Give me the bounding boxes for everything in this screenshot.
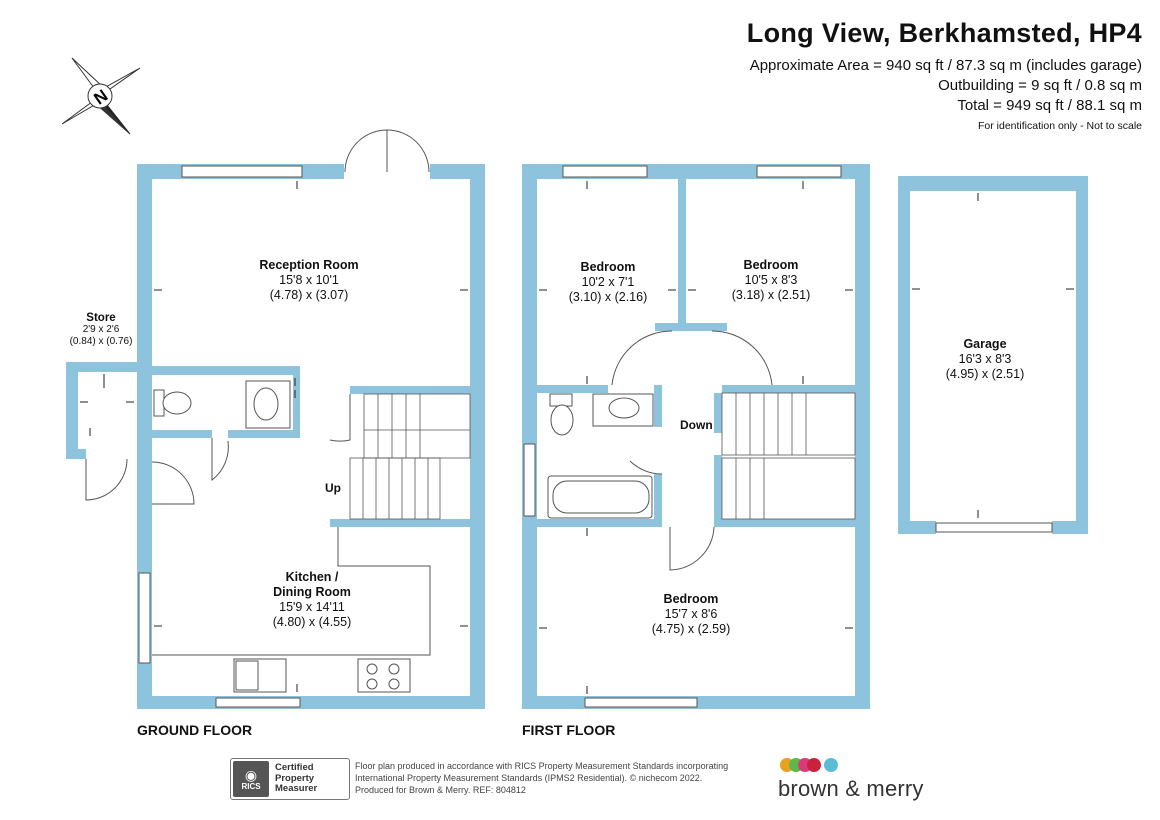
room-metric: (0.84) x (0.76) — [69, 336, 133, 347]
rics-logo-icon: ◉ RICS — [233, 761, 269, 797]
room-garage: Garage 16'3 x 8'3 (4.95) x (2.51) — [946, 337, 1025, 382]
first-stairs — [721, 392, 856, 520]
room-imperial: 10'5 x 8'3 — [744, 273, 798, 287]
garage-walls — [898, 176, 1088, 534]
room-imperial: 10'2 x 7'1 — [581, 275, 635, 289]
rics-certified-badge: ◉ RICS Certified Property Measurer — [230, 758, 350, 800]
room-imperial: 15'7 x 8'6 — [664, 607, 718, 621]
dimension-arrows — [80, 181, 1074, 694]
room-name: Garage — [963, 337, 1007, 351]
room-name: Kitchen / — [285, 570, 339, 584]
garage-door — [935, 522, 1053, 533]
stairs-down-label: Down — [680, 418, 713, 432]
room-imperial: 15'8 x 10'1 — [279, 273, 339, 287]
ground-floor-label: GROUND FLOOR — [137, 722, 253, 738]
room-metric: (4.95) x (2.51) — [945, 367, 1025, 381]
total-area: Total = 949 sq ft / 88.1 sq m — [957, 97, 1142, 114]
brand-logo: brown & merry — [778, 776, 924, 801]
room-bedroom-3: Bedroom 15'7 x 8'6 (4.75) x (2.59) — [652, 592, 731, 637]
room-name: Bedroom — [580, 260, 636, 274]
room-metric: (4.80) x (4.55) — [272, 615, 352, 629]
first-floor-label: FIRST FLOOR — [522, 722, 616, 738]
compass-icon: N — [61, 57, 141, 135]
room-name: Bedroom — [743, 258, 799, 272]
room-imperial: 2'9 x 2'6 — [82, 324, 120, 335]
room-bedroom-2: Bedroom 10'5 x 8'3 (3.18) x (2.51) — [732, 258, 811, 303]
room-bedroom-1: Bedroom 10'2 x 7'1 (3.10) x (2.16) — [569, 260, 648, 305]
room-kitchen: Kitchen / Dining Room 15'9 x 14'11 (4.80… — [273, 570, 352, 630]
room-name-line2: Dining Room — [273, 585, 351, 599]
stairs-up-label: Up — [325, 481, 341, 495]
room-name: Bedroom — [663, 592, 719, 606]
ground-wc — [153, 380, 291, 429]
patio-door — [344, 129, 430, 173]
approximate-area: Approximate Area = 940 sq ft / 87.3 sq m… — [749, 57, 1142, 74]
brand-dot-icon — [807, 758, 821, 772]
scale-disclaimer: For identification only - Not to scale — [978, 120, 1142, 132]
rics-text: Certified Property Measurer — [275, 762, 318, 795]
room-reception: Reception Room 15'8 x 10'1 (4.78) x (3.0… — [259, 258, 358, 303]
room-imperial: 16'3 x 8'3 — [958, 352, 1012, 366]
ground-stairs — [349, 393, 471, 520]
brand-dot-icon — [824, 758, 838, 772]
ground-windows — [138, 165, 303, 708]
room-store: Store 2'9 x 2'6 (0.84) x (0.76) — [70, 312, 133, 348]
outbuilding-area: Outbuilding = 9 sq ft / 0.8 sq m — [938, 77, 1142, 94]
footer-notice: Floor plan produced in accordance with R… — [355, 761, 729, 795]
first-windows — [523, 165, 842, 708]
room-metric: (4.75) x (2.59) — [651, 622, 731, 636]
kitchen-units — [152, 527, 431, 693]
bathroom-fixtures — [547, 393, 654, 519]
property-title: Long View, Berkhamsted, HP4 — [746, 18, 1142, 48]
room-metric: (4.78) x (3.07) — [269, 288, 349, 302]
room-imperial: 15'9 x 14'11 — [279, 600, 345, 614]
room-name: Store — [86, 312, 116, 324]
room-metric: (3.18) x (2.51) — [731, 288, 811, 302]
room-name: Reception Room — [259, 258, 359, 272]
room-metric: (3.10) x (2.16) — [568, 290, 648, 304]
